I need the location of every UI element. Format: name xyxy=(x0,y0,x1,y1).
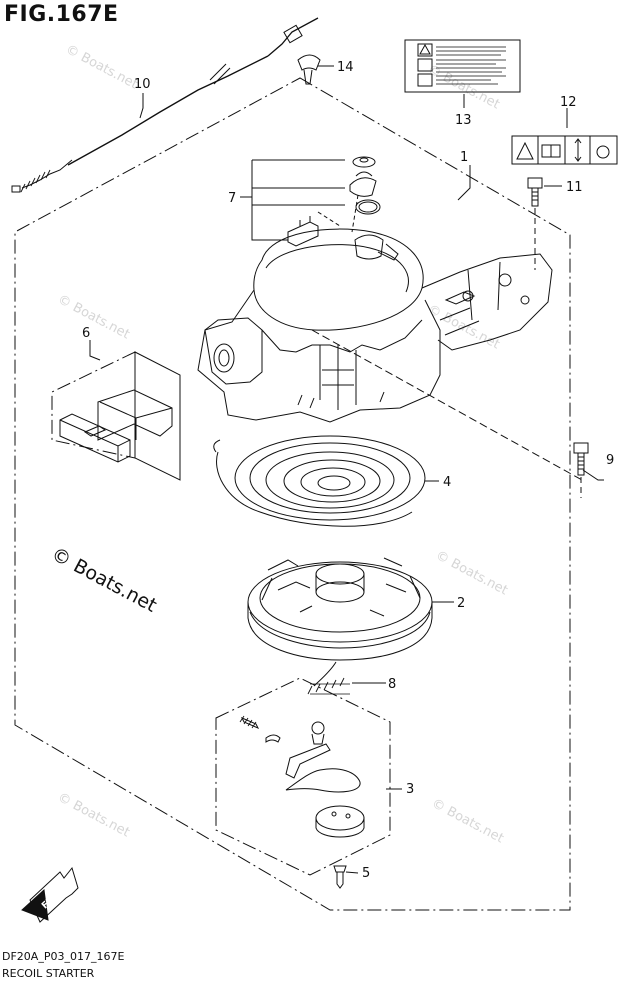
callout-8: 8 xyxy=(388,677,396,692)
callout-9: 9 xyxy=(606,453,614,468)
callout-13: 13 xyxy=(455,113,472,128)
bolt-part-11 xyxy=(527,177,543,207)
figure-title: FIG.167E xyxy=(4,2,119,27)
figure-name: RECOIL STARTER xyxy=(2,967,95,980)
assembly-boundary xyxy=(14,77,571,911)
starter-handle-part-6 xyxy=(51,351,181,481)
cable-part-10 xyxy=(11,17,319,193)
figure-code: DF20A_P03_017_167E xyxy=(2,950,125,963)
callout-4: 4 xyxy=(443,475,451,490)
bolt-part-9 xyxy=(573,442,589,476)
starter-rope-part-8 xyxy=(307,661,350,695)
callout-12: 12 xyxy=(560,95,577,110)
callout-7: 7 xyxy=(228,191,236,206)
callout-labels: 1 2 3 4 5 6 7 8 9 10 11 12 13 14 FWD xyxy=(40,60,614,911)
starter-housing-part-1 xyxy=(197,228,553,423)
fwd-arrow-icon xyxy=(21,866,79,923)
rope-reel-part-2 xyxy=(247,557,433,661)
recoil-spring-part-4 xyxy=(213,435,426,527)
clip-part-14 xyxy=(297,54,321,85)
screw-part-5 xyxy=(333,865,347,889)
callout-5: 5 xyxy=(362,866,370,881)
callout-11: 11 xyxy=(566,180,583,195)
callout-2: 2 xyxy=(457,596,465,611)
warning-label-part-13 xyxy=(404,39,521,93)
callout-3: 3 xyxy=(406,782,414,797)
small-parts-part-7 xyxy=(287,156,381,247)
icon-label-part-12 xyxy=(511,135,618,165)
callout-1: 1 xyxy=(460,150,468,165)
callout-6: 6 xyxy=(82,326,90,341)
ratchet-kit-part-3 xyxy=(215,677,391,876)
callout-14: 14 xyxy=(337,60,354,75)
callout-10: 10 xyxy=(134,77,151,92)
